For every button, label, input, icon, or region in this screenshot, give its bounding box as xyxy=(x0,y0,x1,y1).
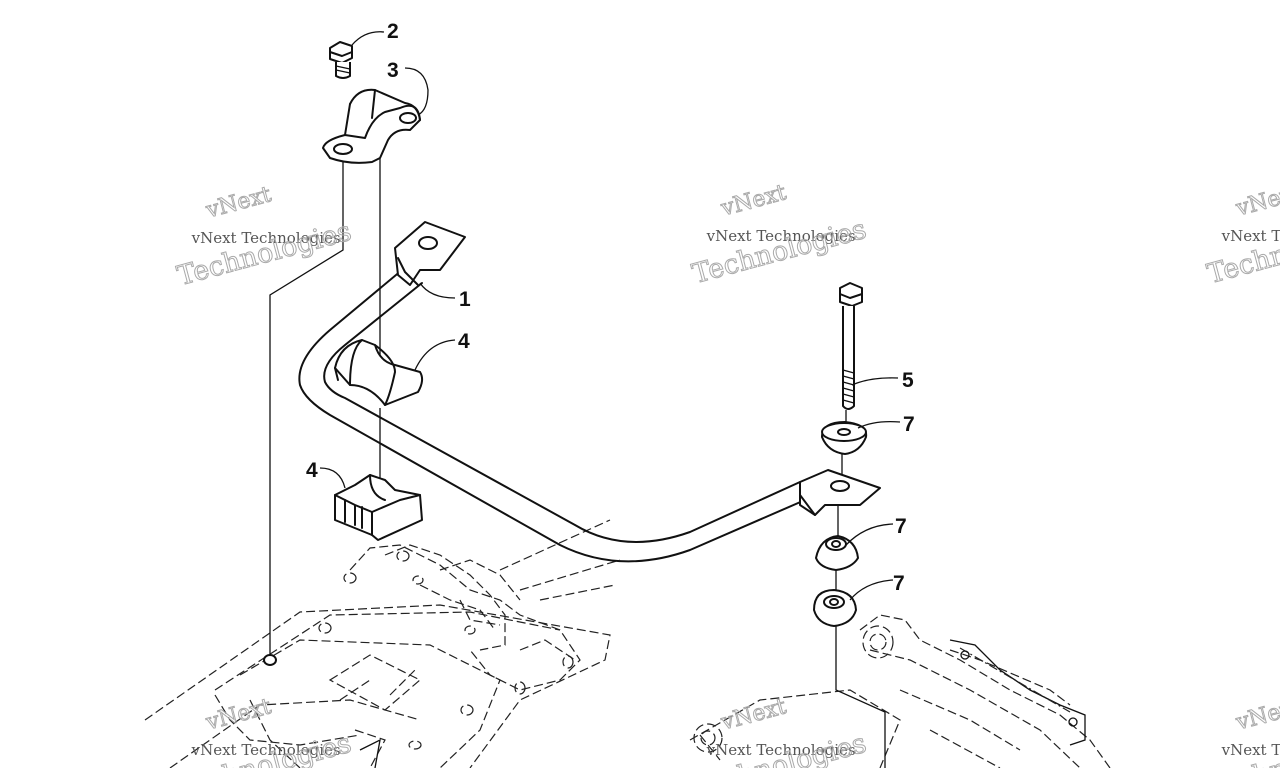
part-stabilizer-bar xyxy=(298,221,881,563)
part-bushing-lower xyxy=(334,474,423,541)
part-grommet-1 xyxy=(821,421,868,455)
watermark-4: vNext vNext Technologies Technologies xyxy=(173,694,355,768)
part-grommet-2 xyxy=(815,535,859,571)
part-clamp xyxy=(322,88,421,164)
watermark-line1: vNext Technologies xyxy=(191,741,341,759)
watermark-top: vNext xyxy=(203,694,274,736)
callout-4-upper: 4 xyxy=(458,330,470,353)
watermark-line2: Technologies xyxy=(1204,214,1280,290)
watermark-top: vNext xyxy=(1233,694,1280,736)
watermark-6: vNext vNext Technologies Technologies xyxy=(1203,694,1280,768)
watermark-line1: vNext Technologies xyxy=(706,227,856,245)
callout-5: 5 xyxy=(902,369,914,392)
callout-leaders xyxy=(319,31,901,601)
watermark-line1: vNext Technologies xyxy=(706,741,856,759)
part-bolt-long xyxy=(839,282,863,410)
callout-7-upper: 7 xyxy=(903,413,915,436)
watermark-3: vNext vNext Technologies Technologies xyxy=(1203,180,1280,291)
watermark-line1: vNext Technologies xyxy=(1221,227,1280,245)
frame-chassis-right xyxy=(689,614,1111,768)
watermark-line1: vNext Technologies xyxy=(1221,741,1280,759)
part-bushing-upper xyxy=(334,339,424,406)
watermark-1: vNext vNext Technologies Technologies xyxy=(173,182,355,293)
watermark-2: vNext vNext Technologies Technologies xyxy=(688,180,870,291)
watermark-line2: Technologies xyxy=(689,214,870,290)
part-grommet-3 xyxy=(813,589,857,627)
callout-3: 3 xyxy=(387,59,399,82)
watermark-5: vNext vNext Technologies Technologies xyxy=(688,694,870,768)
callout-2: 2 xyxy=(387,20,399,43)
watermark-top: vNext xyxy=(718,180,789,222)
watermark-top: vNext xyxy=(1233,180,1280,222)
watermark-line2: Technologies xyxy=(174,216,355,292)
watermark-top: vNext xyxy=(203,182,274,224)
callout-7-middle: 7 xyxy=(895,515,907,538)
part-bolt-small xyxy=(329,41,353,79)
callout-7-lower: 7 xyxy=(893,572,905,595)
watermark-line1: vNext Technologies xyxy=(191,229,341,247)
callout-labels: 2 3 1 4 4 5 7 7 7 xyxy=(306,20,915,595)
watermark-top: vNext xyxy=(718,694,789,736)
callout-1: 1 xyxy=(459,288,471,311)
callout-4-lower: 4 xyxy=(306,459,318,482)
